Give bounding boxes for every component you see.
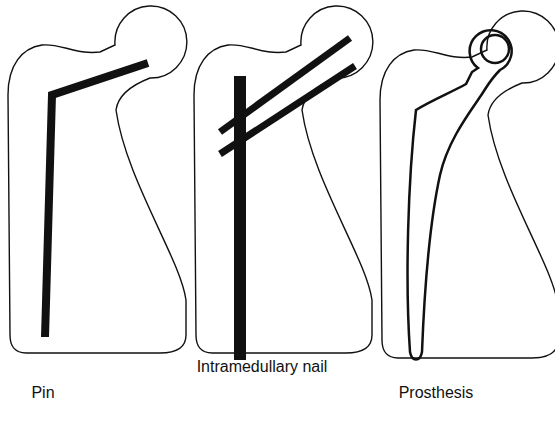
femur-outline (380, 11, 555, 358)
femur-outline (8, 6, 187, 353)
screw (220, 66, 355, 154)
part-label: Pin (13, 384, 73, 402)
prosthesis-head (481, 35, 509, 63)
part-label: Prosthesis (381, 384, 491, 402)
part-label: Intramedullary nail (192, 358, 332, 376)
pin (45, 63, 148, 337)
prosthesis (408, 30, 512, 359)
femur-outline (194, 6, 373, 353)
